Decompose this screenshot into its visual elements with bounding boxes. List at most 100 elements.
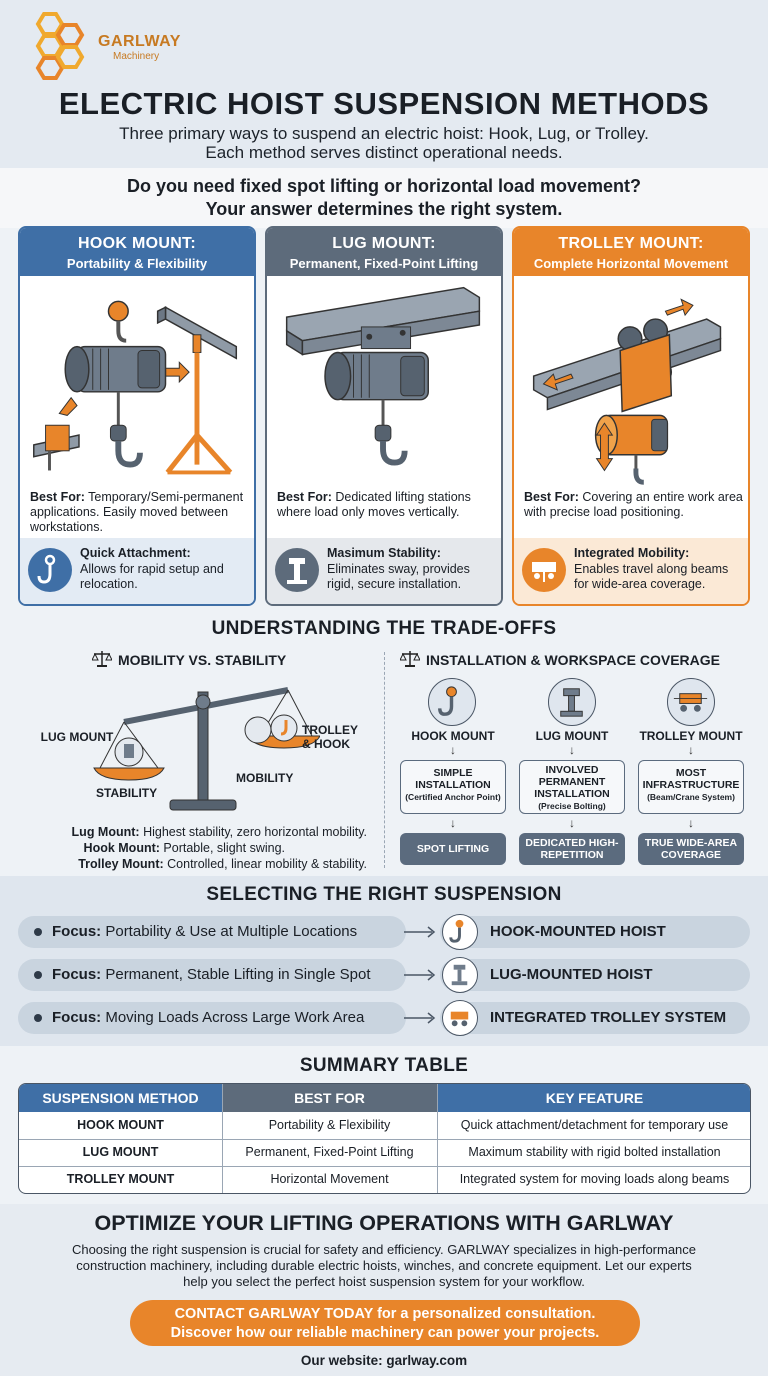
result-box-lug: DEDICATED HIGH-REPETITION — [519, 833, 625, 865]
card-subtitle: Portability & Flexibility — [66, 256, 208, 271]
question-band — [0, 168, 768, 228]
trolley-icon — [442, 1000, 478, 1036]
card-header: LUG MOUNT: Permanent, Fixed-Point Liftin… — [267, 228, 501, 276]
page-title: ELECTRIC HOIST SUSPENSION METHODS — [58, 86, 710, 121]
row-divider — [19, 1166, 750, 1167]
table-cell: Quick attachment/detachment for temporar… — [460, 1118, 729, 1132]
scale-label-mobility: MOBILITY — [236, 771, 294, 785]
best-for-text: Best For: Covering an entire work area w… — [524, 490, 746, 520]
table-cell: Horizontal Movement — [270, 1172, 389, 1186]
card-title: TROLLEY MOUNT: — [558, 235, 704, 252]
contact-cta-button[interactable]: CONTACT GARLWAY TODAY for a personalized… — [130, 1300, 640, 1346]
table-cell: Portability & Flexibility — [268, 1118, 391, 1132]
column-title-hook: HOOK MOUNT — [411, 729, 495, 743]
install-text: SIMPLE INSTALLATION — [415, 767, 491, 791]
down-arrow-icon: ↓ — [688, 743, 694, 757]
hook-icon — [442, 914, 478, 950]
bolt-icon — [548, 678, 596, 726]
balance-icon-small — [399, 650, 421, 673]
best-for-value: Temporary/Semi-permanent applications. E… — [30, 490, 244, 534]
down-arrow-icon: ↓ — [688, 816, 694, 830]
note-trolley: Trolley Mount: Controlled, linear mobili… — [78, 857, 367, 871]
best-for-value: Dedicated lifting stations where load on… — [277, 490, 471, 519]
question-line-2: Your answer determines the right system. — [205, 199, 563, 219]
best-for-label: Best For: — [524, 490, 579, 504]
install-text: INVOLVED PERMANENT INSTALLATION — [534, 764, 610, 800]
focus-label: Focus: — [52, 923, 102, 940]
column-divider — [437, 1084, 438, 1193]
mobility-stability-heading: MOBILITY VS. STABILITY — [118, 652, 287, 668]
focus-row-2: Focus: Permanent, Stable Lifting in Sing… — [18, 959, 406, 991]
focus-text: Permanent, Stable Lifting in Single Spot — [105, 966, 371, 983]
hook-hoist-illustration — [33, 300, 238, 475]
trolley-mount-card: TROLLEY MOUNT: Complete Horizontal Movem… — [512, 226, 750, 606]
down-arrow-icon: ↓ — [569, 743, 575, 757]
install-note: (Certified Anchor Point) — [405, 792, 501, 802]
lug-mount-card: LUG MOUNT: Permanent, Fixed-Point Liftin… — [265, 226, 503, 606]
feature-description: Enables travel along beams for wide-area… — [574, 562, 729, 591]
question-line-1: Do you need fixed spot lifting or horizo… — [126, 176, 642, 196]
install-note: (Precise Bolting) — [538, 801, 606, 811]
arrow-right-icon — [404, 969, 436, 981]
best-for-text: Best For: Temporary/Semi-permanent appli… — [30, 490, 252, 535]
best-for-label: Best For: — [277, 490, 332, 504]
result-box-hook: SPOT LIFTING — [400, 833, 506, 865]
website-link[interactable]: Our website: garlway.com — [300, 1353, 468, 1368]
card-subtitle: Permanent, Fixed-Point Lifting — [289, 256, 479, 271]
bottom-body-3: help you select the perfect hoist suspen… — [183, 1274, 585, 1289]
result-row-1: HOOK-MOUNTED HOIST — [440, 916, 750, 948]
table-cell: HOOK MOUNT — [77, 1118, 164, 1132]
note-hook: Hook Mount: Portable, slight swing. — [83, 841, 285, 855]
focus-text: Portability & Use at Multiple Locations — [105, 923, 358, 940]
table-cell: Integrated system for moving loads along… — [459, 1172, 730, 1186]
cta-line-2: Discover how our reliable machinery can … — [170, 1325, 600, 1341]
bolt-icon — [442, 957, 478, 993]
best-for-label: Best For: — [30, 490, 85, 504]
subtitle-line-1: Three primary ways to suspend an electri… — [119, 124, 649, 143]
feature-description: Eliminates sway, provides rigid, secure … — [327, 562, 470, 591]
install-box-trolley: MOST INFRASTRUCTURE (Beam/Crane System) — [638, 760, 744, 814]
column-divider — [222, 1084, 223, 1193]
column-title-lug: LUG MOUNT — [535, 729, 609, 743]
hook-icon — [28, 548, 72, 592]
logo-tagline: Machinery — [113, 51, 160, 62]
lug-hoist-illustration — [285, 286, 481, 466]
balance-icon — [91, 650, 113, 673]
subtitle-line-2: Each method serves distinct operational … — [205, 143, 563, 162]
feature-title: Integrated Mobility: — [574, 546, 690, 560]
table-cell: TROLLEY MOUNT — [66, 1172, 175, 1186]
table-cell: Maximum stability with rigid bolted inst… — [468, 1145, 721, 1159]
tradeoffs-title: UNDERSTANDING THE TRADE-OFFS — [211, 618, 557, 639]
balance-scale-illustration — [93, 687, 320, 811]
row-divider — [19, 1139, 750, 1140]
result-box-trolley: TRUE WIDE-AREA COVERAGE — [638, 833, 744, 865]
hook-mount-card: HOOK MOUNT: Portability & Flexibility — [18, 226, 256, 606]
cta-line-1: CONTACT GARLWAY TODAY for a personalized… — [174, 1306, 596, 1322]
down-arrow-icon: ↓ — [450, 743, 456, 757]
card-subtitle: Complete Horizontal Movement — [533, 256, 729, 271]
bottom-body-1: Choosing the right suspension is crucial… — [71, 1242, 697, 1257]
table-header: BEST FOR — [222, 1084, 437, 1112]
focus-text: Moving Loads Across Large Work Area — [105, 1009, 365, 1026]
result-row-2: LUG-MOUNTED HOIST — [440, 959, 750, 991]
bullet-icon — [34, 928, 42, 937]
feature-panel: Masimum Stability: Eliminates sway, prov… — [267, 538, 501, 604]
feature-panel: Integrated Mobility: Enables travel alon… — [514, 538, 748, 604]
best-for-text: Best For: Dedicated lifting stations whe… — [277, 490, 499, 520]
scale-label-stability: STABILITY — [96, 786, 158, 800]
selecting-title: SELECTING THE RIGHT SUSPENSION — [206, 884, 562, 905]
logo-name: GARLWAY — [98, 33, 181, 50]
focus-row-3: Focus: Moving Loads Across Large Work Ar… — [18, 1002, 406, 1034]
trolley-icon — [667, 678, 715, 726]
install-box-lug: INVOLVED PERMANENT INSTALLATION (Precise… — [519, 760, 625, 814]
focus-label: Focus: — [52, 1009, 102, 1026]
table-header: SUSPENSION METHOD — [19, 1084, 222, 1112]
focus-label: Focus: — [52, 966, 102, 983]
down-arrow-icon: ↓ — [450, 816, 456, 830]
column-title-trolley: TROLLEY MOUNT — [639, 729, 743, 743]
installation-heading: INSTALLATION & WORKSPACE COVERAGE — [426, 652, 720, 668]
result-row-3: INTEGRATED TROLLEY SYSTEM — [440, 1002, 750, 1034]
feature-title: Quick Attachment: — [80, 546, 191, 560]
install-note: (Beam/Crane System) — [647, 792, 735, 802]
bottom-band — [0, 1204, 768, 1376]
